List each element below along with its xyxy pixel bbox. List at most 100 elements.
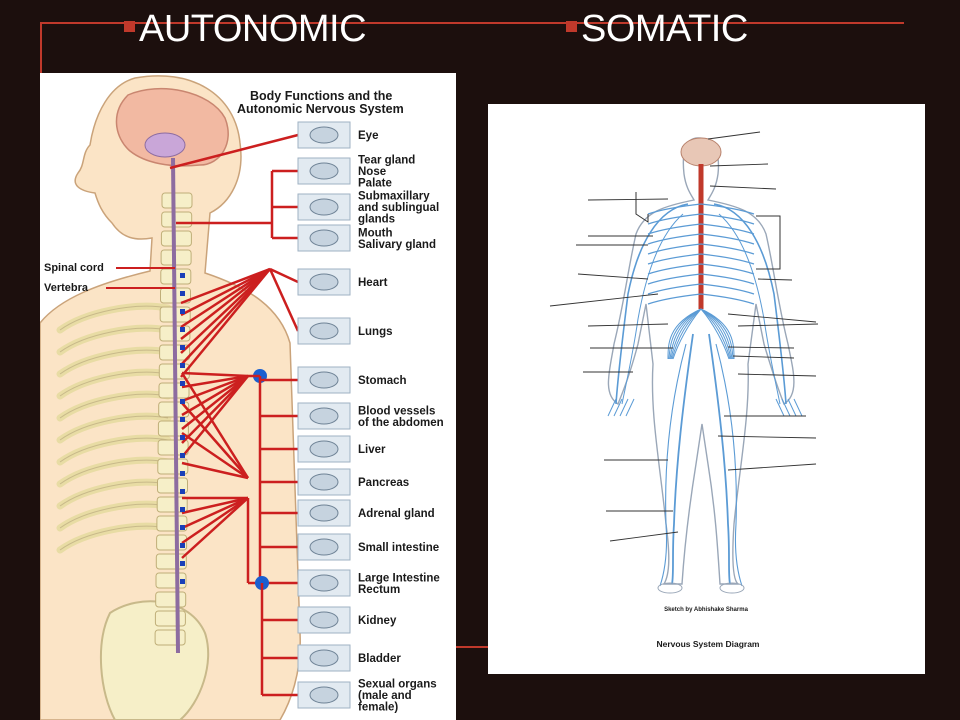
nerve-root-dot: [180, 381, 185, 386]
nerve-path: [700, 308, 733, 360]
nerve-path: [700, 203, 755, 215]
organ-icon: [309, 162, 339, 180]
nerve-path: [647, 253, 702, 265]
diagram-title-line2: Autonomic Nervous System: [237, 102, 404, 116]
organ-label: Large Intestine: [358, 572, 440, 584]
foot-outline: [719, 582, 745, 594]
vertebra: [161, 211, 193, 228]
organ-label: Mouth: [358, 227, 392, 239]
label-pointer: [549, 293, 659, 307]
organ-icon: [309, 686, 339, 704]
organ-label: Tear gland: [358, 155, 415, 167]
vertebra: [161, 192, 193, 209]
nerve-path: [718, 213, 781, 405]
heading-autonomic: AUTONOMIC: [124, 8, 367, 51]
nerve-path: [781, 398, 791, 417]
ribcage-illustration: [56, 302, 172, 554]
nerve-root-dot: [180, 417, 185, 422]
organ-icon: [309, 229, 339, 247]
nerve-line: [181, 431, 249, 480]
nerve-path: [787, 398, 797, 417]
label-pointer: [717, 435, 817, 439]
bullet-icon: [566, 21, 577, 33]
nerve-root-dot: [180, 471, 185, 476]
nerve-root-dot: [180, 273, 185, 278]
organ-icon: [309, 198, 339, 216]
organ-label: Blood vessels: [358, 405, 435, 417]
vertebra: [160, 230, 192, 247]
peripheral-nerve-lines: [607, 203, 803, 594]
nerve-line: [180, 267, 271, 329]
nerve-path: [700, 308, 734, 360]
nerve-line: [169, 133, 299, 170]
nerve-line: [180, 268, 271, 378]
nerve-line: [181, 374, 249, 403]
organ-label: Bladder: [358, 653, 401, 665]
label-pointer: [757, 278, 793, 281]
nerve-path: [669, 308, 702, 360]
nerve-root-dot: [180, 399, 185, 404]
nerve-path: [615, 203, 689, 405]
nerve-path: [647, 293, 702, 305]
label-pointer: [587, 198, 669, 201]
nerve-path: [700, 283, 755, 295]
nerve-root-dot: [180, 453, 185, 458]
nerve-line: [181, 497, 249, 559]
organ-label: glands: [358, 214, 395, 226]
nerve-path: [700, 213, 755, 225]
nerve-path: [700, 273, 755, 285]
vertebra: [154, 610, 186, 627]
nerve-path: [607, 398, 617, 417]
label-pointer: [737, 323, 819, 327]
organ-icon: [309, 273, 339, 291]
rib-outline: [59, 415, 169, 441]
organ-label: Lungs: [358, 326, 393, 338]
nerve-path: [625, 398, 635, 417]
frame-line-left: [40, 22, 42, 84]
organ-label: Kidney: [358, 615, 397, 627]
nerve-line: [181, 375, 249, 458]
rib-outline: [59, 393, 169, 419]
organ-label: Small intestine: [358, 542, 439, 554]
somatic-diagram-panel: Sketch by Abhishake Sharma Nervous Syste…: [488, 104, 925, 674]
nerve-path: [775, 398, 785, 417]
nerve-path: [668, 308, 702, 360]
organ-label: and sublingual: [358, 202, 439, 214]
nerve-path: [671, 308, 702, 360]
bullet-icon: [124, 21, 135, 33]
nerve-path: [619, 398, 629, 417]
organ-label: Sexual organs: [358, 679, 437, 691]
label-pointer: [587, 323, 669, 327]
label-spinal-cord: Spinal cord: [44, 262, 104, 274]
nerve-path: [713, 203, 787, 405]
nerve-line: [181, 374, 249, 389]
nerve-path: [671, 333, 694, 585]
label-pointer: [609, 531, 679, 542]
nerve-path: [708, 333, 731, 585]
label-pointer: [727, 463, 817, 471]
nerve-line: [180, 267, 271, 305]
organ-label: Nose: [358, 166, 386, 178]
organ-label: Salivary gland: [358, 239, 436, 251]
nerve-root-dot: [180, 489, 185, 494]
brain-illustration: [115, 88, 229, 167]
label-pointer-lines: [549, 131, 819, 542]
pelvis-illustration: [100, 600, 210, 720]
organ-label: Rectum: [358, 584, 400, 596]
bracket-left: [635, 192, 649, 223]
vertebra: [157, 458, 189, 475]
somatic-diagram: Sketch by Abhishake Sharma Nervous Syste…: [549, 131, 819, 649]
nerve-line: [181, 402, 249, 479]
organ-icon: [309, 126, 339, 144]
organ-icon: [309, 473, 339, 491]
diagram-caption: Nervous System Diagram: [657, 639, 760, 649]
nerve-path: [647, 203, 702, 215]
vertebra: [156, 534, 188, 551]
nerve-line: [181, 461, 249, 480]
vertebra: [160, 249, 192, 266]
nerve-path: [700, 253, 755, 265]
rib-outline: [59, 305, 169, 331]
rib-outline: [59, 459, 169, 485]
brainstem-illustration: [144, 132, 186, 158]
vertebra: [157, 439, 189, 456]
